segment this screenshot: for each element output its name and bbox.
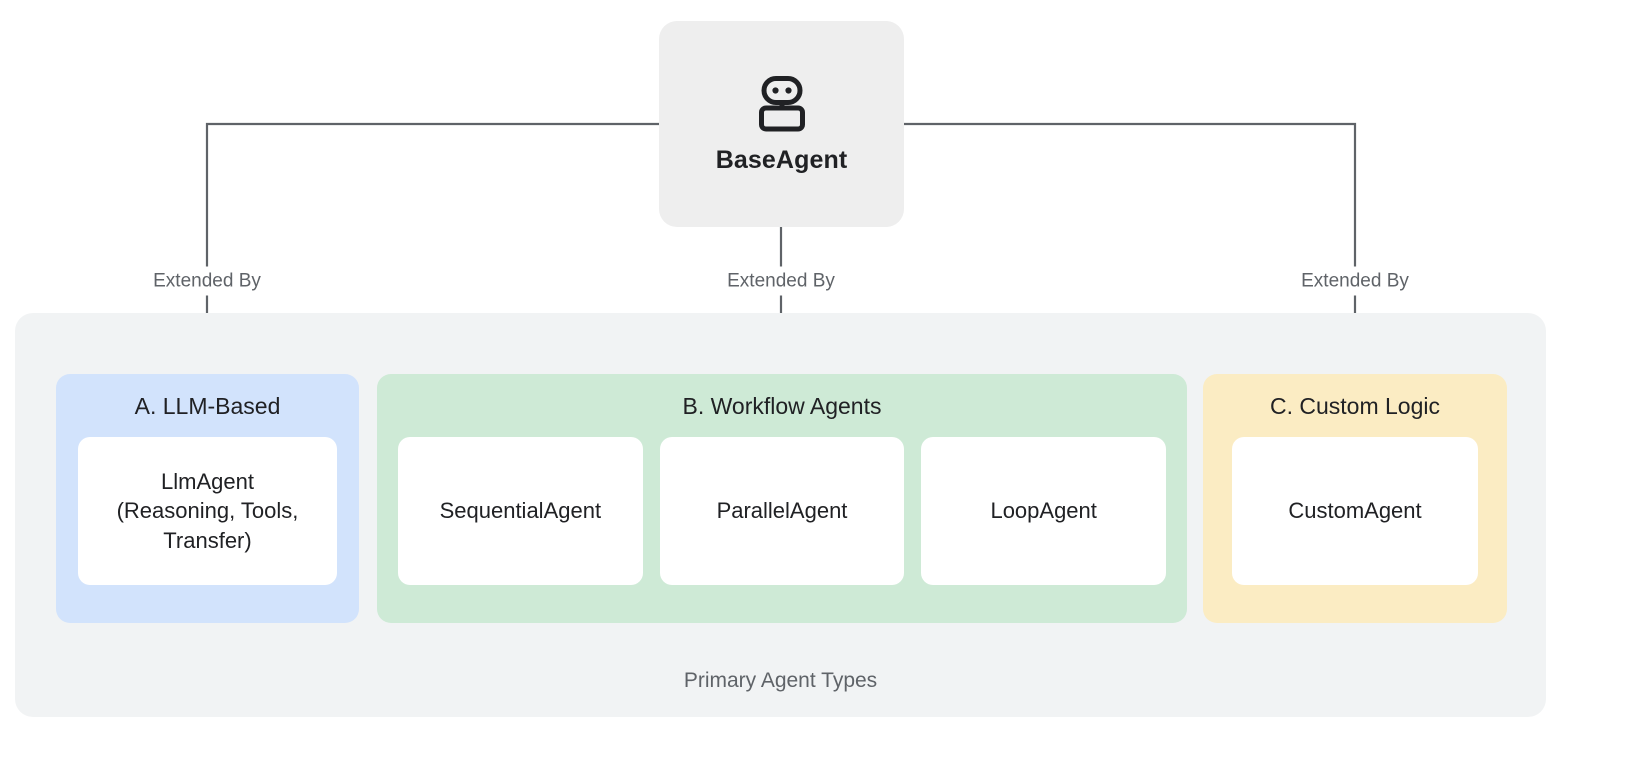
group-workflow-agents[interactable]: B. Workflow Agents SequentialAgent Paral… (377, 374, 1187, 623)
node-parallelagent[interactable]: ParallelAgent (659, 437, 905, 585)
node-baseagent[interactable]: BaseAgent (659, 21, 904, 227)
group-workflow-agents-cards: SequentialAgent ParallelAgent LoopAgent (377, 437, 1187, 585)
group-workflow-agents-title: B. Workflow Agents (682, 393, 882, 419)
group-custom-logic[interactable]: C. Custom Logic CustomAgent (1203, 374, 1507, 623)
node-loopagent[interactable]: LoopAgent (921, 437, 1167, 585)
group-llm-based[interactable]: A. LLM-Based LlmAgent (Reasoning, Tools,… (56, 374, 359, 623)
group-custom-logic-title: C. Custom Logic (1269, 393, 1440, 419)
primary-agent-types-caption: Primary Agent Types (683, 669, 878, 692)
node-sequentialagent[interactable]: SequentialAgent (398, 437, 643, 585)
group-custom-logic-cards: CustomAgent (1203, 437, 1507, 585)
edge-label-extended-by-custom: Extended By (1292, 266, 1418, 296)
group-llm-based-title: A. LLM-Based (134, 393, 281, 419)
node-llmagent[interactable]: LlmAgent (Reasoning, Tools, Transfer) (78, 437, 337, 585)
edge-label-extended-by-workflow: Extended By (718, 266, 844, 296)
node-baseagent-label: BaseAgent (715, 145, 848, 174)
robot-icon (755, 75, 809, 134)
edge-label-extended-by-llm: Extended By (144, 266, 270, 296)
node-customagent[interactable]: CustomAgent (1232, 437, 1478, 585)
group-llm-based-cards: LlmAgent (Reasoning, Tools, Transfer) (56, 437, 359, 585)
